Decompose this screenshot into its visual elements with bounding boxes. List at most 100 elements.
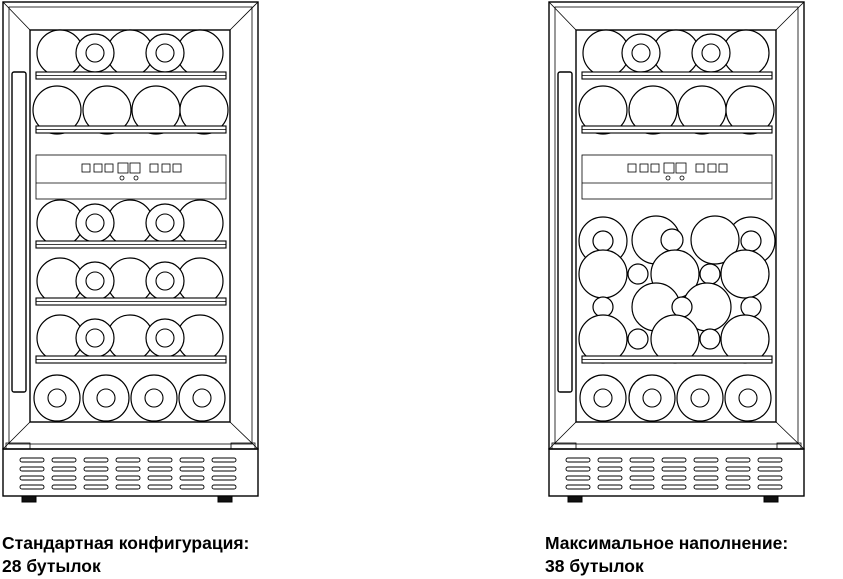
bottle-neck xyxy=(631,43,651,63)
vent-slot xyxy=(725,484,751,490)
caption-standard-title: Стандартная конфигурация: xyxy=(2,533,250,553)
vent-slot xyxy=(693,475,719,481)
wine-cooler-standard-drawing xyxy=(2,1,259,503)
wine-cooler-maximum-drawing xyxy=(548,1,805,503)
caption-maximum-count: 38 бутылок xyxy=(545,556,644,576)
vent-slot xyxy=(115,475,141,481)
vent-slot xyxy=(83,475,109,481)
base-plate xyxy=(2,448,259,497)
bottle-neck xyxy=(144,388,164,408)
vent-slot xyxy=(693,466,719,472)
bottle-bottom xyxy=(660,228,684,252)
control-panel-area xyxy=(581,154,773,200)
vent-slot xyxy=(147,484,173,490)
vent-slot xyxy=(597,484,623,490)
frame-corner xyxy=(229,421,259,450)
foot-left xyxy=(567,495,583,503)
caption-standard-configuration: Стандартная конфигурация: 28 бутылок xyxy=(2,532,249,578)
door-handle xyxy=(557,71,573,393)
door-handle xyxy=(11,71,27,393)
control-button xyxy=(650,163,660,173)
frame-corner xyxy=(2,421,31,450)
bottle-neck xyxy=(155,271,175,291)
bottle-neck xyxy=(155,213,175,233)
control-button xyxy=(161,163,171,173)
vent-slot xyxy=(597,466,623,472)
caption-maximum-title: Максимальное наполнение: xyxy=(545,533,789,553)
display-digit xyxy=(129,162,141,174)
frame-corner xyxy=(229,1,259,31)
bottle-neck xyxy=(642,388,662,408)
vent-slot xyxy=(147,457,173,463)
vent-slot xyxy=(115,457,141,463)
vent-slot xyxy=(661,457,687,463)
indicator-led xyxy=(679,175,685,181)
vent-slot xyxy=(597,475,623,481)
bottle-neck xyxy=(593,388,613,408)
bottle-neck xyxy=(85,328,105,348)
bottle-neck xyxy=(738,388,758,408)
vent-slot xyxy=(115,466,141,472)
control-button xyxy=(695,163,705,173)
vent-slot xyxy=(725,457,751,463)
bottle-bottom xyxy=(628,85,678,135)
vent-slot xyxy=(19,484,45,490)
bottle-bottom xyxy=(720,249,770,299)
vent-slot xyxy=(19,466,45,472)
bottle-bottom xyxy=(578,85,628,135)
vent-slot xyxy=(115,484,141,490)
control-panel-area xyxy=(35,154,227,200)
control-button xyxy=(639,163,649,173)
bottle-bottom xyxy=(699,263,721,285)
bottle-neck xyxy=(701,43,721,63)
vent-slot xyxy=(83,466,109,472)
vent-slot xyxy=(725,475,751,481)
bottle-bottom xyxy=(671,296,693,318)
vent-slot xyxy=(51,484,77,490)
vent-slot xyxy=(19,457,45,463)
frame-corner xyxy=(548,421,577,450)
vent-slot xyxy=(629,475,655,481)
control-button xyxy=(81,163,91,173)
vent-slot xyxy=(51,475,77,481)
bottle-bottom xyxy=(592,230,614,252)
vent-slot xyxy=(693,484,719,490)
display-digit xyxy=(663,162,675,174)
display-digit xyxy=(117,162,129,174)
bottle-bottom xyxy=(82,85,132,135)
bottle-neck xyxy=(192,388,212,408)
control-button xyxy=(172,163,182,173)
indicator-led xyxy=(119,175,125,181)
foot-right xyxy=(217,495,233,503)
indicator-led xyxy=(665,175,671,181)
bottle-neck xyxy=(85,213,105,233)
vent-slot xyxy=(179,466,205,472)
vent-slot xyxy=(147,475,173,481)
door-outline xyxy=(8,6,253,445)
bottle-bottom xyxy=(578,249,628,299)
vent-slot xyxy=(19,475,45,481)
vent-slot xyxy=(83,457,109,463)
bottle-neck xyxy=(690,388,710,408)
vent-slot xyxy=(629,457,655,463)
bottle-bottom xyxy=(740,296,762,318)
bottle-bottom xyxy=(627,328,649,350)
vent-slot xyxy=(147,466,173,472)
vent-slot xyxy=(565,475,591,481)
frame-corner xyxy=(2,1,31,31)
vent-slot xyxy=(757,457,783,463)
caption-maximum-filling: Максимальное наполнение: 38 бутылок xyxy=(545,532,788,578)
vent-slot xyxy=(179,457,205,463)
vent-slot xyxy=(693,457,719,463)
vent-slot xyxy=(757,475,783,481)
indicator-led xyxy=(133,175,139,181)
vent-slot xyxy=(757,466,783,472)
vent-slot xyxy=(661,466,687,472)
bottle-neck xyxy=(155,328,175,348)
vent-slot xyxy=(565,484,591,490)
bottle-bottom xyxy=(740,230,762,252)
bottle-bottom xyxy=(690,215,740,265)
bottle-neck xyxy=(96,388,116,408)
vent-slot xyxy=(565,466,591,472)
vent-slot xyxy=(725,466,751,472)
